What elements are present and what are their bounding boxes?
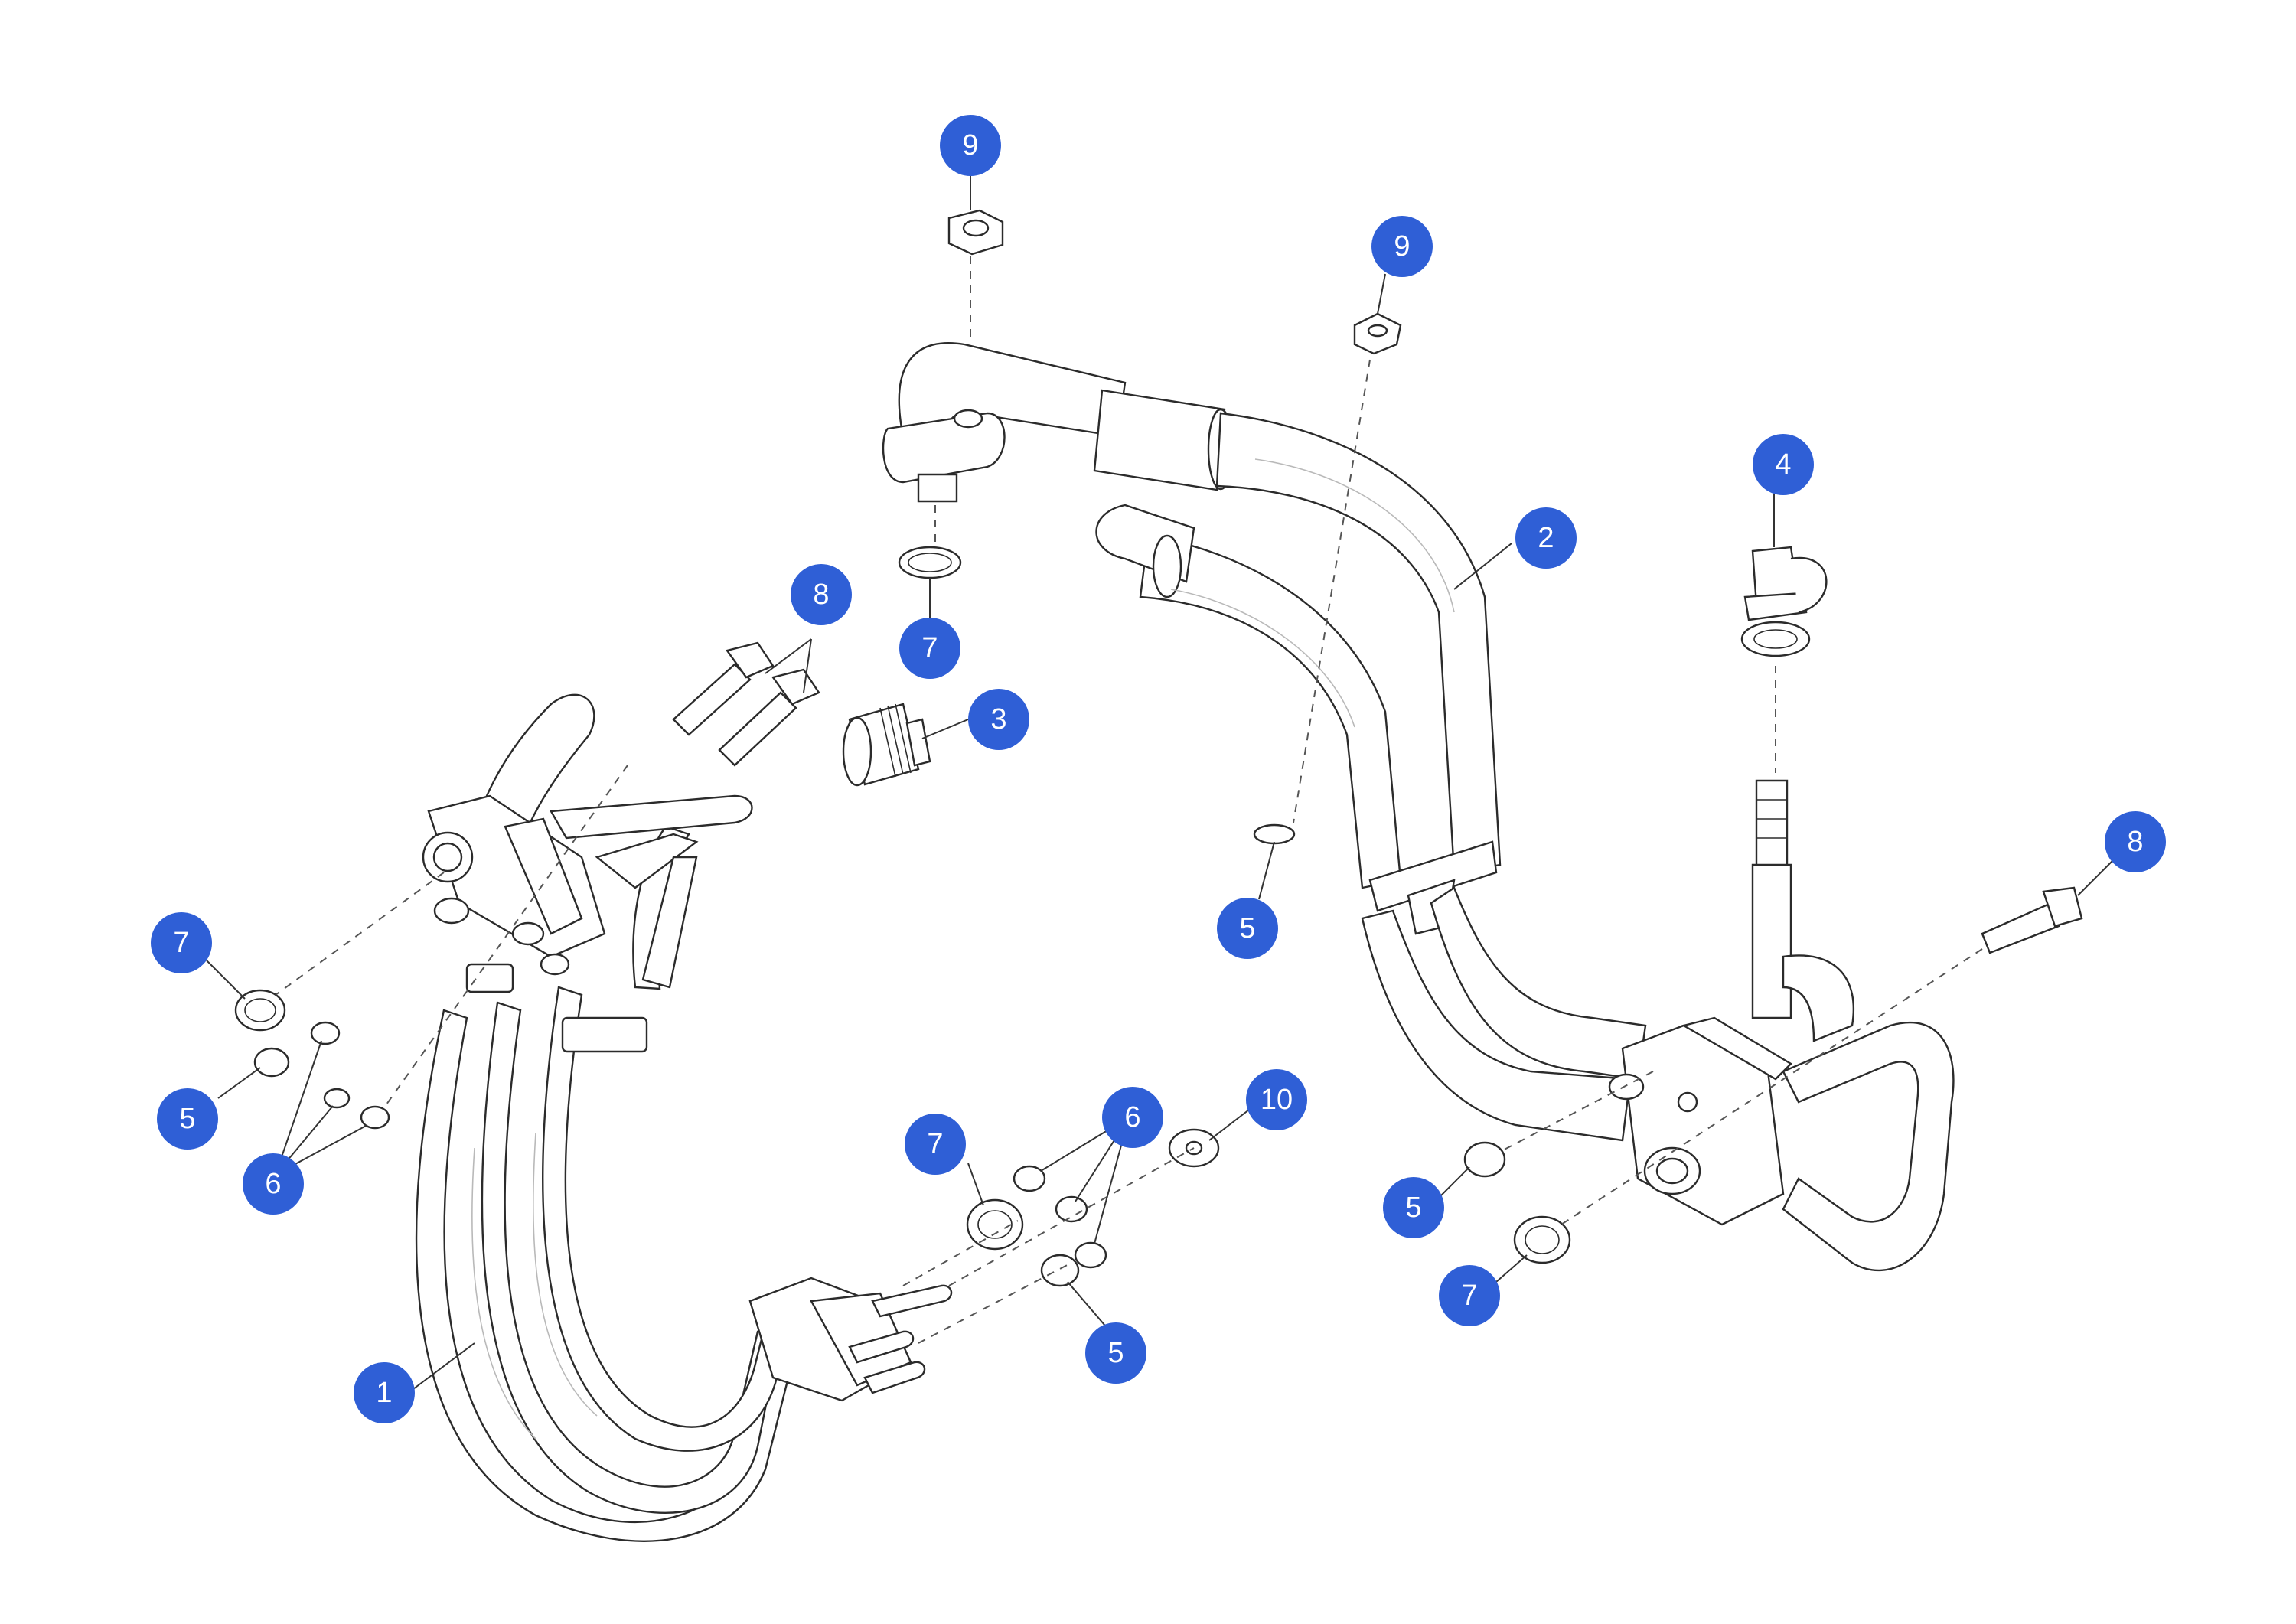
callout-5-left[interactable]: 5 [157, 1088, 218, 1150]
svg-text:7: 7 [1461, 1280, 1477, 1312]
svg-text:5: 5 [179, 1103, 195, 1135]
svg-text:2: 2 [1538, 522, 1554, 554]
callout-2[interactable]: 2 [1515, 507, 1577, 569]
callout-7-right[interactable]: 7 [1439, 1265, 1500, 1326]
svg-text:6: 6 [1124, 1101, 1140, 1133]
callout-6-center[interactable]: 6 [1102, 1087, 1163, 1148]
o-ring-7-left [234, 989, 286, 1032]
callout-5-middle[interactable]: 5 [1217, 898, 1278, 959]
svg-text:4: 4 [1775, 448, 1791, 481]
assembly-lines [275, 256, 1983, 1344]
callout-5-right[interactable]: 5 [1383, 1177, 1444, 1238]
svg-text:5: 5 [1239, 912, 1255, 944]
callout-4[interactable]: 4 [1753, 434, 1814, 495]
callout-9-top[interactable]: 9 [940, 115, 1001, 176]
svg-text:8: 8 [813, 579, 829, 611]
bolt-8a [672, 641, 820, 767]
svg-text:7: 7 [921, 632, 938, 664]
seal-5-left [253, 1047, 290, 1078]
callout-7-top[interactable]: 7 [899, 618, 960, 679]
flange-nut-9b [1353, 312, 1402, 355]
callout-3[interactable]: 3 [968, 689, 1029, 750]
svg-text:9: 9 [1394, 230, 1410, 263]
svg-text:7: 7 [173, 927, 189, 959]
svg-text:5: 5 [1405, 1192, 1421, 1224]
o-ring-7-right [1513, 1215, 1571, 1264]
callout-8-right[interactable]: 8 [2105, 811, 2166, 872]
callout-7-center[interactable]: 7 [905, 1114, 966, 1175]
svg-text:1: 1 [376, 1377, 392, 1409]
hose-assembly-2 [882, 342, 1955, 1272]
svg-text:5: 5 [1107, 1337, 1124, 1369]
svg-text:7: 7 [927, 1128, 943, 1160]
hose-assembly-1 [415, 693, 953, 1542]
bolt-8b [1981, 886, 2083, 954]
svg-text:6: 6 [265, 1168, 281, 1200]
callout-10[interactable]: 10 [1246, 1069, 1307, 1130]
callout-7-left[interactable]: 7 [151, 912, 212, 973]
seal-5-right [1463, 1141, 1506, 1178]
callout-8-left[interactable]: 8 [791, 564, 852, 625]
service-cap-4 [1740, 546, 1828, 657]
svg-text:10: 10 [1261, 1084, 1293, 1116]
callout-6-left[interactable]: 6 [243, 1153, 304, 1215]
callout-9-right[interactable]: 9 [1371, 216, 1433, 277]
svg-text:3: 3 [990, 703, 1006, 735]
seal-6-center-b [1055, 1195, 1088, 1223]
seal-6-left-c [360, 1105, 390, 1130]
seal-5-middle [1253, 823, 1296, 845]
svg-text:9: 9 [962, 129, 978, 161]
seal-6-left-b [323, 1088, 351, 1109]
dust-cap-3 [842, 703, 931, 787]
seal-5-center [1040, 1254, 1080, 1287]
svg-text:8: 8 [2127, 826, 2143, 858]
flange-nut-9a [947, 209, 1004, 256]
callout-5-center[interactable]: 5 [1085, 1322, 1146, 1384]
seal-6-center-a [1013, 1165, 1046, 1192]
o-ring-7-center [966, 1198, 1024, 1251]
seal-6-left-a [310, 1021, 341, 1045]
callout-1[interactable]: 1 [354, 1362, 415, 1423]
seal-6-center-c [1074, 1241, 1107, 1269]
